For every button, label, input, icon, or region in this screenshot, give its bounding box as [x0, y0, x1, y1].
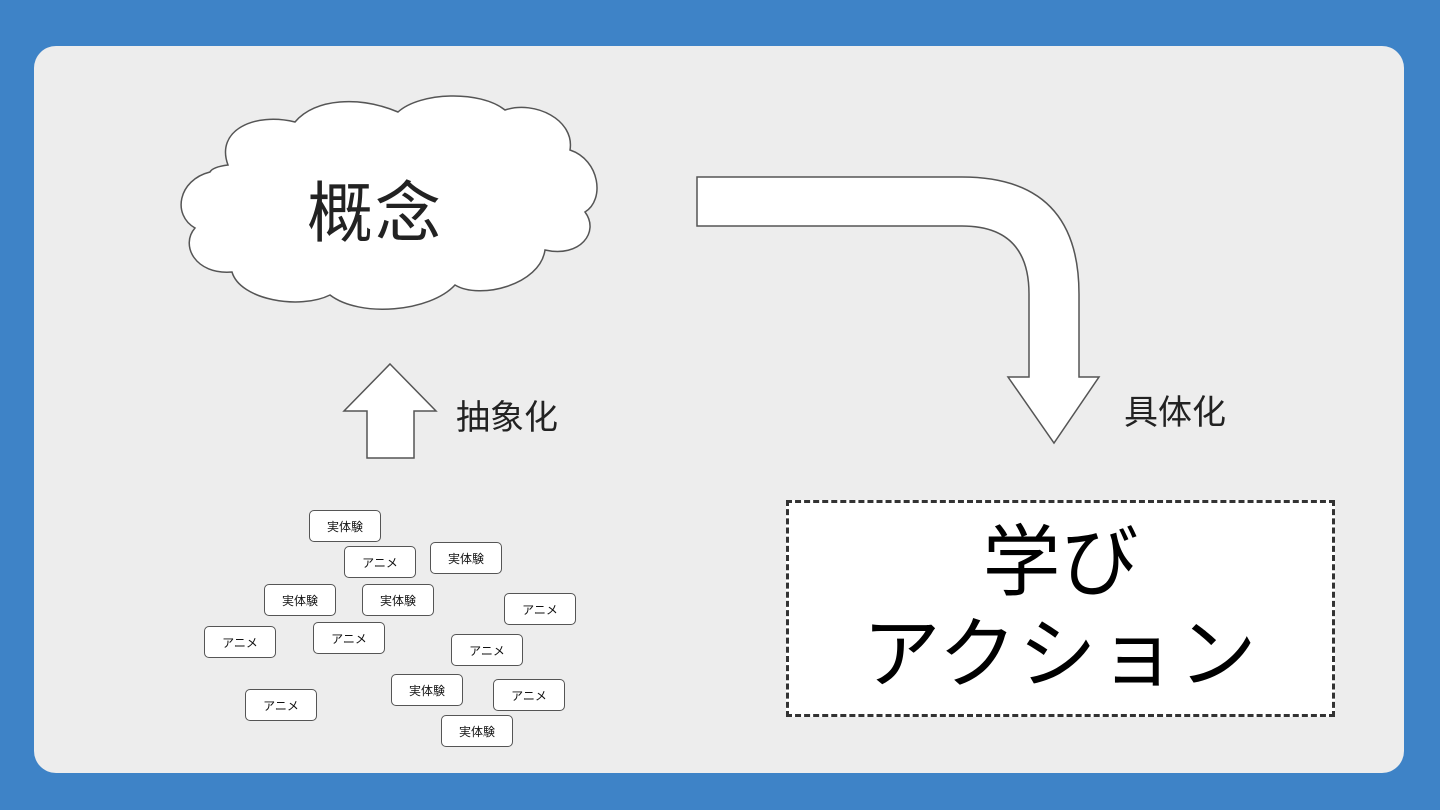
- concept-cloud: [180, 95, 598, 310]
- experience-chip: 実体験: [391, 674, 463, 706]
- action-label: アクション: [862, 609, 1259, 700]
- anime-chip: アニメ: [504, 593, 576, 625]
- abstraction-label: 抽象化: [456, 398, 558, 438]
- result-box: 学び アクション: [786, 500, 1335, 717]
- concretization-label: 具体化: [1124, 393, 1226, 433]
- anime-chip: アニメ: [451, 634, 523, 666]
- anime-chip: アニメ: [204, 626, 276, 658]
- learning-label: 学び: [982, 517, 1139, 608]
- anime-chip: アニメ: [313, 622, 385, 654]
- experience-chip: 実体験: [264, 584, 336, 616]
- anime-chip: アニメ: [493, 679, 565, 711]
- experience-chip: 実体験: [362, 584, 434, 616]
- concretization-arrow: [696, 176, 1101, 445]
- concept-label: 概念: [307, 175, 443, 252]
- anime-chip: アニメ: [344, 546, 416, 578]
- anime-chip: アニメ: [245, 689, 317, 721]
- experience-chip: 実体験: [441, 715, 513, 747]
- abstraction-arrow: [342, 362, 438, 459]
- experience-chip: 実体験: [430, 542, 502, 574]
- experience-chip: 実体験: [309, 510, 381, 542]
